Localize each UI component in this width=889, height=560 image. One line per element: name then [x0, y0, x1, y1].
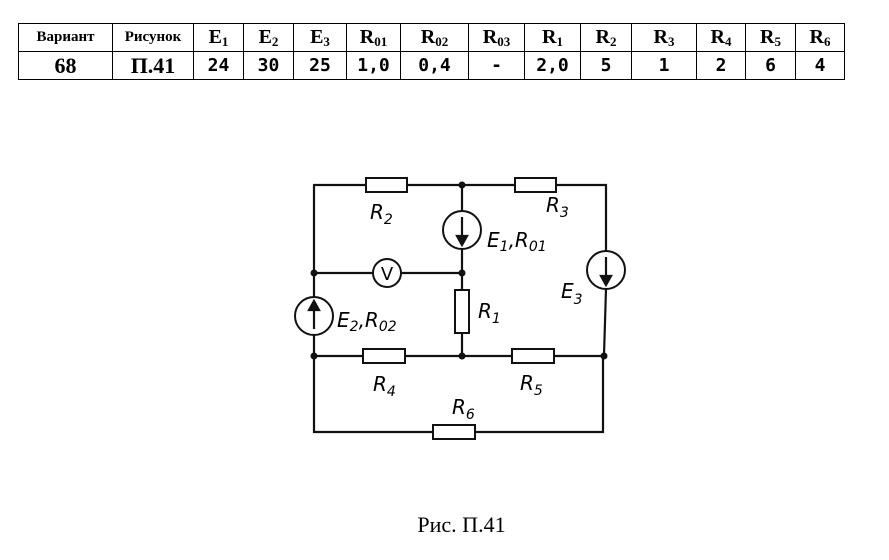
figure-caption: Рис. П.41	[417, 512, 506, 537]
header-variant: Вариант	[18, 23, 113, 52]
label-e2-r02: E2,R02	[337, 308, 397, 335]
arrow-down-e3-icon	[599, 274, 613, 288]
resistor-r1	[454, 289, 470, 334]
value-e3: 25	[293, 51, 347, 80]
header-r1: R1	[524, 23, 581, 52]
value-r03: -	[468, 51, 525, 80]
wire-right-lower	[602, 287, 608, 357]
node-left-voltmeter	[310, 269, 318, 277]
node-right-bottom	[600, 352, 608, 360]
value-r1: 2,0	[524, 51, 581, 80]
header-r5: R5	[745, 23, 796, 52]
value-e1: 24	[193, 51, 244, 80]
header-r3: R3	[631, 23, 697, 52]
label-r3: R3	[546, 193, 569, 221]
value-r3: 1	[631, 51, 697, 80]
node-mid-voltmeter	[458, 269, 466, 277]
header-r01: R01	[346, 23, 401, 52]
label-r4: R4	[373, 372, 396, 400]
header-r02: R02	[400, 23, 469, 52]
value-r2: 5	[580, 51, 632, 80]
header-r4: R4	[696, 23, 746, 52]
wire-left-lower	[312, 333, 435, 434]
value-figure: П.41	[112, 51, 194, 80]
arrow-down-e1-icon	[455, 234, 469, 248]
header-e2: E2	[243, 23, 294, 52]
value-r6: 4	[795, 51, 845, 80]
header-e3: E3	[293, 23, 347, 52]
table-header-row: Вариант Рисунок E1 E2 E3 R01 R02 R03 R1 …	[18, 23, 845, 52]
resistor-r4	[362, 348, 406, 364]
header-figure: Рисунок	[112, 23, 194, 52]
voltmeter-label: V	[381, 264, 394, 285]
label-r2: R2	[370, 200, 393, 228]
label-r6: R6	[452, 395, 475, 423]
value-variant: 68	[18, 51, 113, 80]
voltmeter-icon	[372, 258, 402, 288]
header-r6: R6	[795, 23, 845, 52]
value-r4: 2	[696, 51, 746, 80]
resistor-r6	[432, 424, 476, 440]
wire-bottom-right	[473, 353, 605, 434]
value-e2: 30	[243, 51, 294, 80]
variant-table: Вариант Рисунок E1 E2 E3 R01 R02 R03 R1 …	[18, 23, 845, 80]
label-r5: R5	[520, 371, 543, 399]
wire-top-right	[554, 183, 608, 253]
value-r01: 1,0	[346, 51, 401, 80]
arrow-up-e2-icon	[307, 298, 321, 312]
label-e3: E3	[561, 279, 583, 308]
resistor-r5	[511, 348, 555, 364]
table-row: 68 П.41 24 30 25 1,0 0,4 - 2,0 5 1 2 6 4	[18, 51, 845, 80]
node-mid-bottom	[458, 352, 466, 360]
label-e1-r01: E1,R01	[487, 228, 547, 255]
label-r1: R1	[478, 299, 501, 327]
resistor-r3	[514, 177, 557, 193]
node-left-bottom	[310, 352, 318, 360]
value-r02: 0,4	[400, 51, 469, 80]
resistor-r2	[365, 177, 408, 193]
node-top-middle	[458, 181, 466, 189]
value-r5: 6	[745, 51, 796, 80]
